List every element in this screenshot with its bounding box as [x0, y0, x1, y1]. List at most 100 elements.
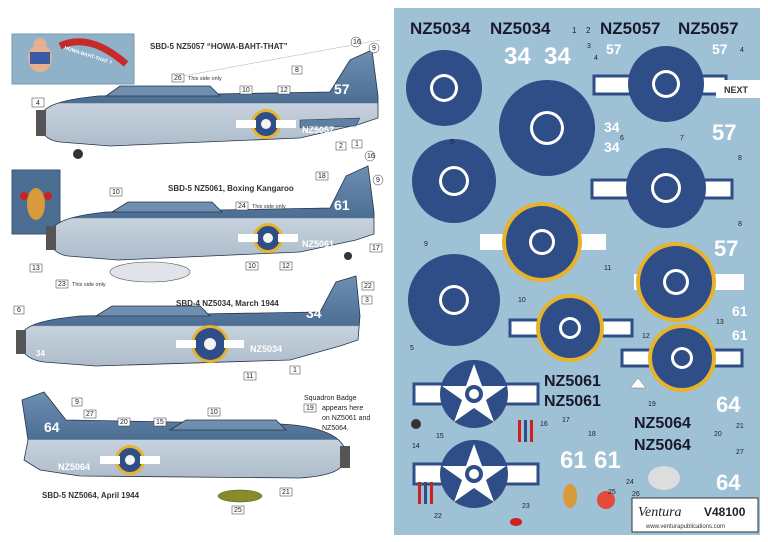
decal-id: 1 [572, 26, 577, 35]
decal-serial-nz5064: NZ5064 [634, 415, 691, 432]
callout: 13 [32, 265, 40, 272]
callout: 21 [282, 489, 290, 496]
decal-id: 4 [740, 47, 744, 54]
decal-id: 16 [540, 421, 548, 428]
decal-id: 22 [434, 513, 442, 520]
brand-url: www.venturapublications.com [645, 524, 725, 530]
decal-id: 20 [714, 431, 722, 438]
ventura-brand-box: Ventura V48100 www.venturapublications.c… [631, 497, 759, 533]
profile1-tail-number: 57 [334, 81, 350, 97]
callout: 24 [238, 203, 246, 210]
nose-art-insert: HOWA-BAHT-THAT ? [11, 33, 135, 85]
brand-code: V48100 [704, 505, 746, 519]
decal-id: 17 [562, 417, 570, 424]
callout: 25 [234, 507, 242, 514]
decal-id: 25 [608, 489, 616, 496]
decal-id: 5 [410, 345, 414, 352]
callout: 12 [282, 263, 290, 270]
profile3-nose-number: 34 [36, 349, 45, 358]
decal-id: 10 [518, 297, 526, 304]
profiles-panel: HOWA-BAHT-THAT ? NZ5057 57 SBD-5 NZ5057 … [11, 33, 384, 515]
decal-id: 15 [436, 433, 444, 440]
decal-number-61: 61 [732, 303, 748, 319]
svg-text:on NZ5061 and: on NZ5061 and [322, 415, 370, 422]
decal-number-57-d: 57 [714, 236, 738, 261]
decal-id: 26 [632, 491, 640, 498]
decal-number-57-b: 57 [712, 41, 728, 57]
decal-number-34-b: 34 [544, 43, 571, 70]
kangaroo-icon [27, 188, 45, 220]
svg-text:NZ5064.: NZ5064. [322, 425, 349, 432]
decal-id: 7 [680, 135, 684, 142]
callout: 15 [156, 419, 164, 426]
callout: 9 [372, 45, 376, 52]
boxing-glove-decal-icon [597, 491, 615, 509]
callout: 1 [293, 367, 297, 374]
callout: 17 [372, 245, 380, 252]
decal-id: 4 [594, 55, 598, 62]
decal-sheet: NZ5034 NZ5034 NZ5057 NZ5057 1 2 34 34 34… [394, 8, 760, 535]
callout: 8 [295, 67, 299, 74]
decal-id: 14 [412, 443, 420, 450]
profile2-caption: SBD-5 NZ5061, Boxing Kangaroo [168, 184, 294, 193]
callout: 18 [318, 173, 326, 180]
profile2-note-b: This side only [72, 282, 106, 288]
decal-serial-nz5061-b: NZ5061 [544, 393, 601, 410]
profiles-svg: HOWA-BAHT-THAT ? NZ5057 57 SBD-5 NZ5057 … [11, 33, 384, 515]
bird-decal-icon [629, 377, 647, 389]
decal-id: 21 [736, 423, 744, 430]
callout: 2 [339, 143, 343, 150]
callout: 10 [242, 87, 250, 94]
profile1-note: This side only [188, 76, 222, 82]
decal-sheet-svg: NZ5034 NZ5034 NZ5057 NZ5057 1 2 34 34 34… [406, 19, 760, 533]
decal-id: 3 [587, 43, 591, 50]
next-tag [716, 80, 760, 98]
decal-id: 12 [642, 333, 650, 340]
red-stripe-decal [418, 420, 533, 504]
decal-number-61-c: 61 [560, 447, 587, 474]
profile1-serial: NZ5057 [302, 125, 334, 135]
callout: 10 [210, 409, 218, 416]
callout: 10 [248, 263, 256, 270]
car-decal-icon [510, 518, 522, 526]
profile4-serial: NZ5064 [58, 462, 90, 472]
callout: 26 [174, 75, 182, 82]
profile3-tail-number: 34 [306, 305, 322, 321]
callout: 16 [353, 39, 361, 46]
decal-number-57-c: 57 [712, 120, 736, 145]
callout: 19 [306, 405, 314, 412]
kangaroo-insert [11, 169, 61, 235]
svg-text:Squadron Badge: Squadron Badge [304, 395, 357, 402]
decal-serial-nz5064-b: NZ5064 [634, 437, 691, 454]
decal-id: 19 [648, 401, 656, 408]
decal-serial-nz5057-b: NZ5057 [678, 19, 738, 38]
decal-id: 11 [604, 265, 611, 272]
next-label: NEXT [724, 85, 749, 95]
squadron-badge-icon [411, 419, 421, 429]
callout: 10 [112, 189, 120, 196]
profile2-serial: NZ5061 [302, 239, 334, 249]
callout: 4 [36, 100, 40, 107]
callout: 3 [365, 297, 369, 304]
decal-id: 5 [450, 139, 454, 146]
profile4-tail-number: 64 [44, 419, 60, 435]
profile2-note: This side only [252, 204, 286, 210]
profile4-caption: SBD-5 NZ5064, April 1944 [42, 491, 140, 500]
callout: 20 [120, 419, 128, 426]
profile1-caption: SBD-5 NZ5057 “HOWA-BAHT-THAT” [150, 42, 288, 51]
callout: 23 [58, 281, 66, 288]
svg-text:appears here: appears here [322, 405, 363, 412]
callout: 9 [75, 399, 79, 406]
decal-id: 6 [620, 135, 624, 142]
decal-number-61-b: 61 [732, 327, 748, 343]
decal-serial-nz5061: NZ5061 [544, 373, 601, 390]
decal-id: 23 [522, 503, 530, 510]
kangaroo-decal-icon [563, 484, 577, 508]
callout: 22 [364, 283, 372, 290]
callout: 16 [367, 153, 375, 160]
callout: 9 [376, 177, 380, 184]
decal-id: 8 [738, 221, 742, 228]
decal-number-64-b: 64 [716, 470, 741, 495]
profile-nz5064: NZ5064 64 SBD-5 NZ5064, April 1944 Squad… [21, 391, 370, 503]
decal-serial-nz5034-b: NZ5034 [490, 19, 551, 38]
